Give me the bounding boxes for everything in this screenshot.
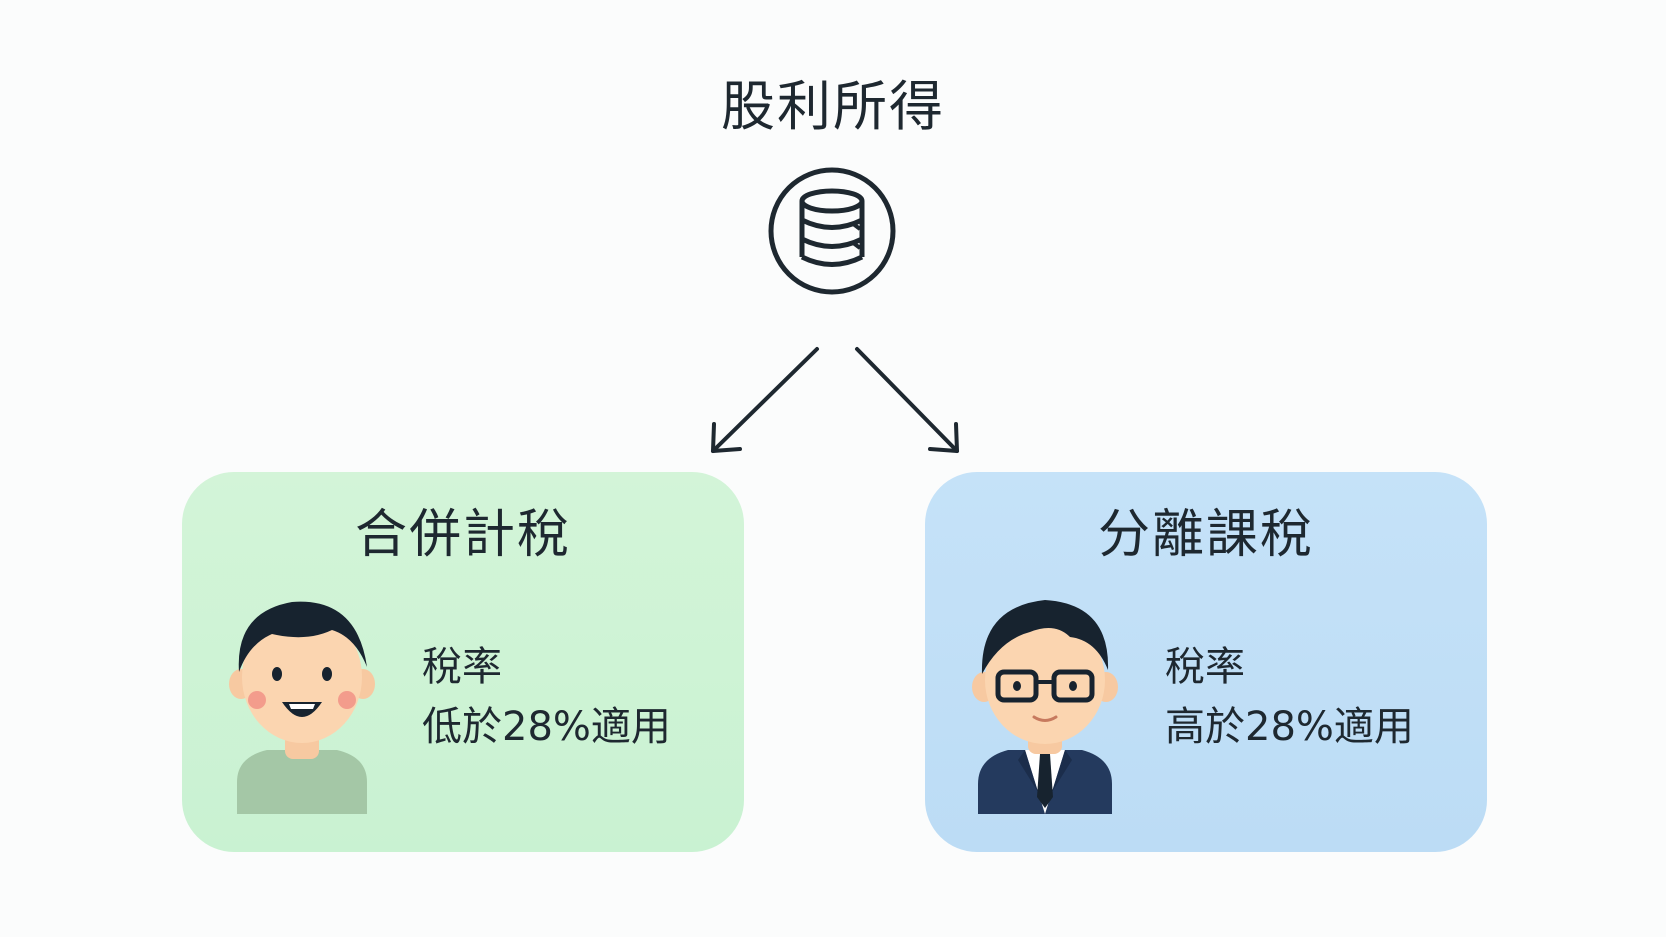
rate-description: 低於28%適用 — [422, 704, 671, 750]
businessman-avatar — [972, 600, 1118, 814]
arrow-right-icon — [855, 347, 959, 453]
rate-label: 稅率 — [1165, 644, 1245, 690]
rate-info: 稅率 低於28%適用 — [422, 637, 671, 757]
card-title: 合併計稅 — [354, 505, 571, 565]
combined-taxation-card: 合併計稅 稅率 低於28%適用 — [182, 472, 744, 852]
diagram-title: 股利所得 — [721, 75, 945, 138]
coin-stack-icon — [768, 167, 896, 295]
casual-person-avatar — [229, 601, 375, 814]
card-title: 分離課稅 — [1097, 505, 1314, 565]
separate-taxation-card: 分離課稅 — [925, 472, 1487, 852]
arrow-left-icon — [711, 347, 819, 453]
rate-info: 稅率 高於28%適用 — [1165, 637, 1414, 757]
rate-label: 稅率 — [422, 644, 502, 690]
rate-description: 高於28%適用 — [1165, 704, 1414, 750]
